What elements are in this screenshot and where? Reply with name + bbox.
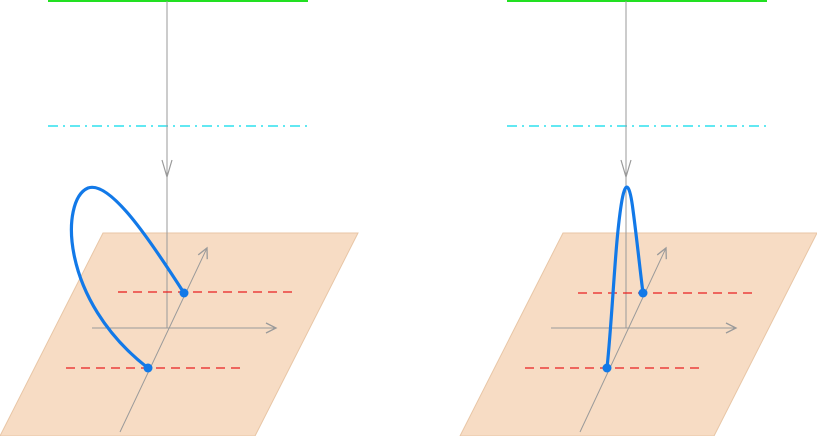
plane-right bbox=[459, 232, 817, 436]
y-axis-left bbox=[119, 246, 208, 433]
curve-endpoint-lower-left bbox=[143, 363, 153, 373]
panel-left bbox=[0, 0, 359, 436]
down-arrow-icon-left bbox=[161, 159, 173, 180]
panel-right bbox=[459, 0, 817, 436]
curve-left bbox=[69, 185, 186, 370]
down-arrow-icon-right bbox=[620, 159, 632, 180]
curve-right bbox=[605, 185, 645, 370]
curve-endpoint-upper-right bbox=[638, 288, 648, 298]
plane-left bbox=[0, 232, 359, 436]
curve-endpoint-upper-left bbox=[179, 288, 189, 298]
y-axis-right bbox=[579, 246, 667, 433]
curve-endpoint-lower-right bbox=[602, 363, 612, 373]
